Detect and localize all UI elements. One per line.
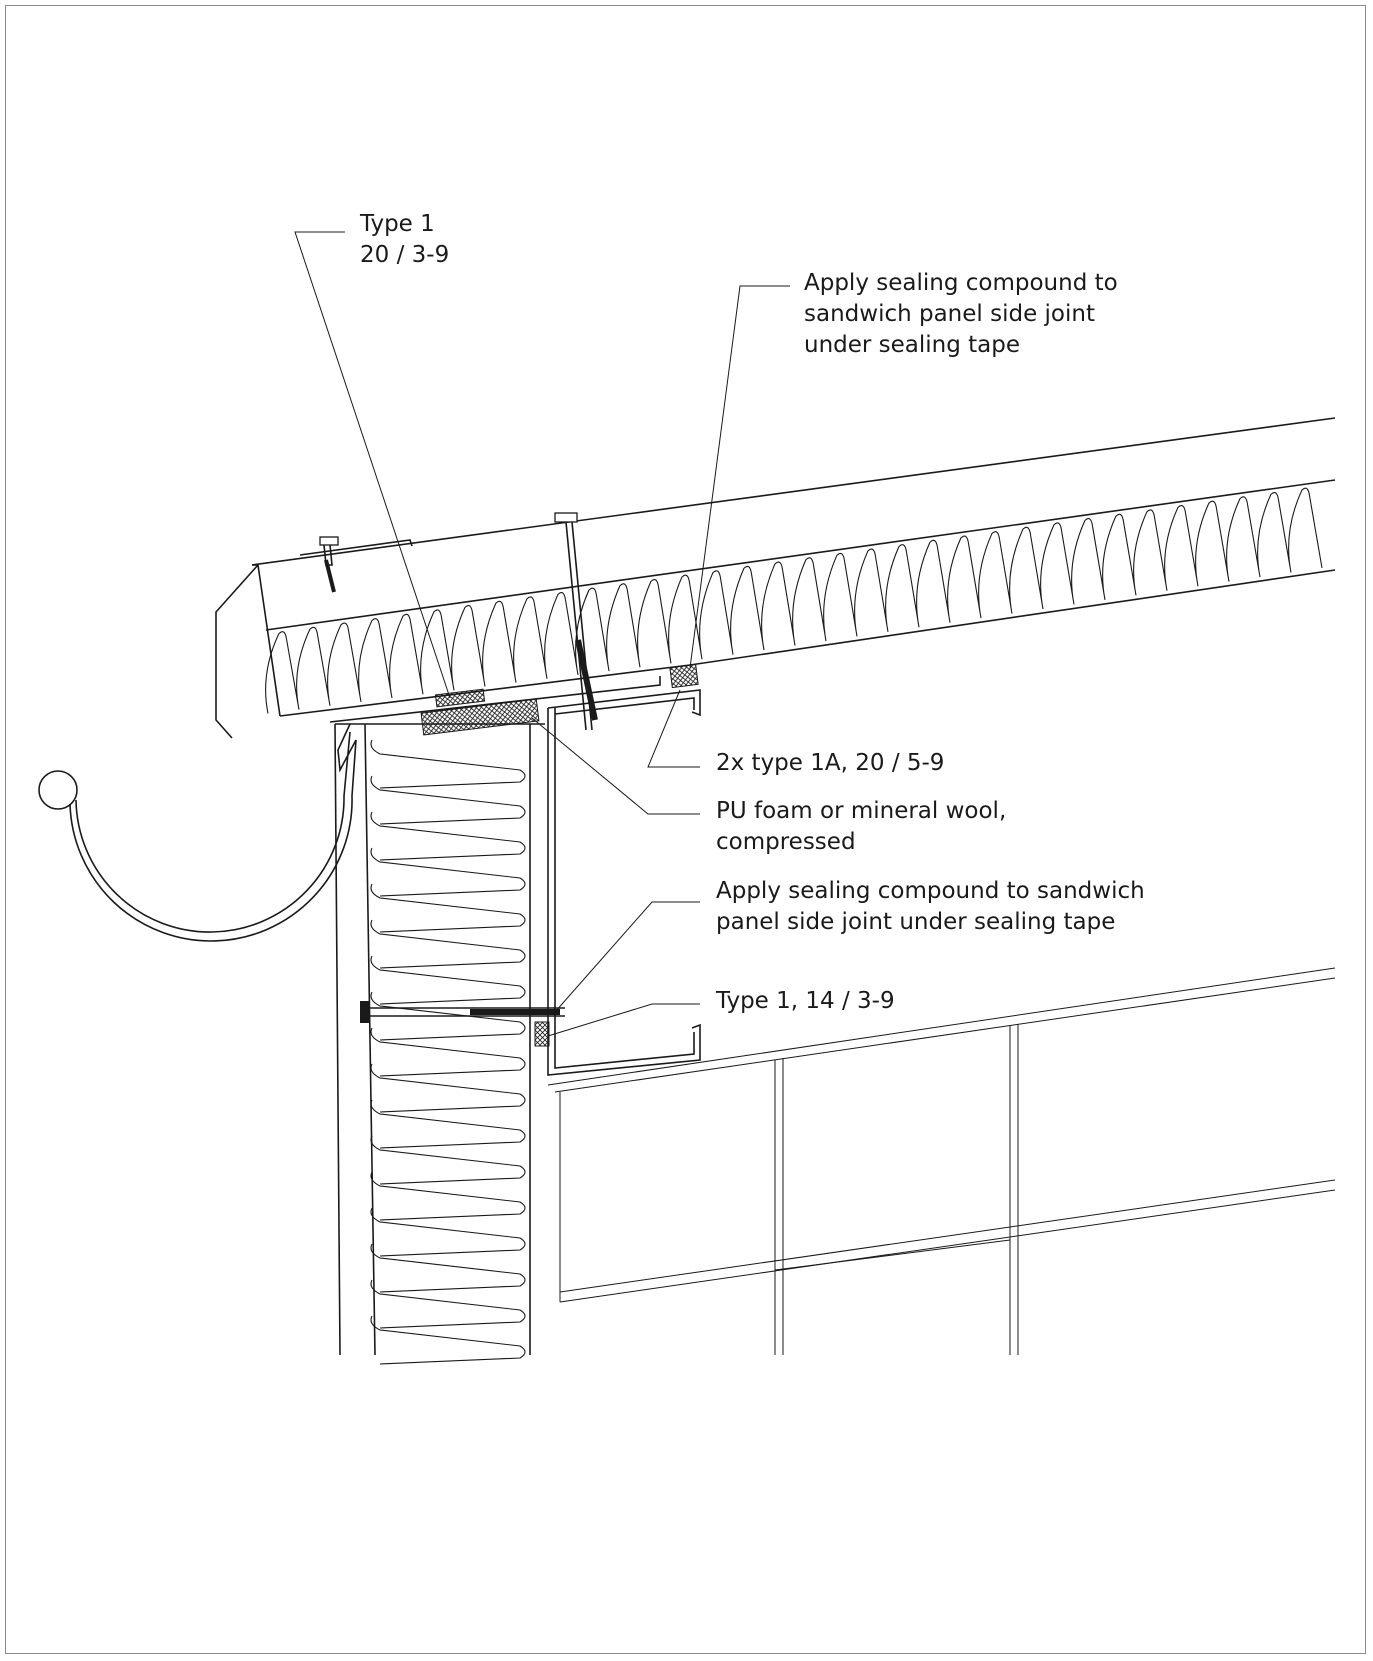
gutter-outer xyxy=(69,723,357,942)
annotations: Type 1 20 / 3-9 Apply sealing compound t… xyxy=(359,211,1145,1014)
steel-purlin xyxy=(547,689,701,1076)
wall-wool-loops xyxy=(370,739,526,1365)
purlin-profile xyxy=(547,708,701,1076)
drawing-frame xyxy=(5,5,1366,1654)
label-pu-line2: compressed xyxy=(716,829,856,855)
wall-insulation-pattern xyxy=(370,739,526,1365)
label-type1a: 2x type 1A, 20 / 5-9 xyxy=(716,750,944,776)
label-seal-top-line1: Apply sealing compound to xyxy=(804,270,1118,296)
roof-drip-flashing xyxy=(215,564,259,739)
roof-core-top xyxy=(265,479,1336,631)
label-seal-side-line1: Apply sealing compound to sandwich xyxy=(716,878,1145,904)
screws xyxy=(319,512,598,1023)
wall-top-flashing xyxy=(329,676,661,723)
label-type1-line2: 20 / 3-9 xyxy=(360,242,449,268)
leader-type1 xyxy=(294,231,451,699)
gutter xyxy=(38,723,357,942)
top-flashing-strip xyxy=(299,539,413,556)
roof-panel xyxy=(251,417,1336,717)
label-pu-line1: PU foam or mineral wool, xyxy=(716,798,1006,824)
wall-outer-sheet xyxy=(364,723,376,1356)
sealing-tape-wall xyxy=(534,1021,550,1047)
roof-bottom-sheet xyxy=(279,664,691,717)
label-type1-14: Type 1, 14 / 3-9 xyxy=(715,988,895,1014)
roof-screw-long xyxy=(554,512,598,731)
label-seal-side-line2: panel side joint under sealing tape xyxy=(716,909,1115,935)
leader-seal-top xyxy=(689,285,790,669)
roof-wool-loops xyxy=(265,487,1323,714)
wall-panel xyxy=(334,723,545,1365)
leader-type1-14 xyxy=(547,1003,700,1037)
sealing-tape-purlin xyxy=(669,663,699,689)
gutter-inner xyxy=(75,731,351,933)
leader-type1a xyxy=(647,689,700,768)
roof-panel-edge xyxy=(257,564,281,717)
label-seal-top-line2: sandwich panel side joint xyxy=(804,301,1095,327)
leader-lines xyxy=(294,231,790,1037)
structural-frame xyxy=(547,967,1336,1355)
roof-screw-left xyxy=(319,536,339,593)
sealing-tape-roof xyxy=(434,688,486,708)
leader-pu xyxy=(531,717,700,815)
wall-screw xyxy=(360,1001,565,1023)
label-seal-top-line3: under sealing tape xyxy=(804,332,1020,358)
pu-foam-fill xyxy=(420,698,540,736)
sealing-tapes xyxy=(420,663,699,1047)
leader-seal-side xyxy=(554,901,700,1013)
roof-top-sheet xyxy=(251,417,1336,566)
roof-insulation-pattern xyxy=(265,487,1323,714)
label-type1-line1: Type 1 xyxy=(359,211,435,237)
gutter-bead xyxy=(38,770,78,810)
